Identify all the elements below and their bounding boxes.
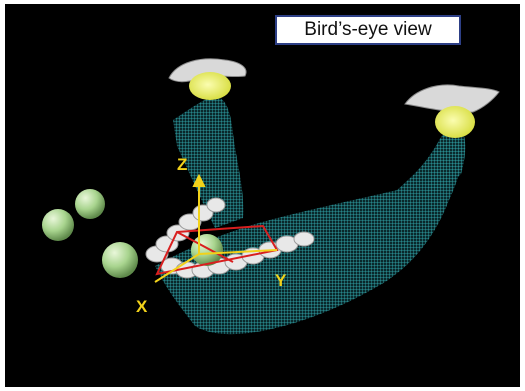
sphere (75, 189, 105, 219)
left-condyle (169, 59, 246, 100)
axis-label-x: X (136, 298, 147, 316)
right-condyle (405, 85, 499, 138)
mandible-render: Bird’s-eye view Z Y X (5, 4, 520, 387)
sphere (42, 209, 74, 241)
mandible-svg (5, 4, 520, 387)
sphere (102, 242, 138, 278)
axis-label-z: Z (177, 156, 187, 174)
view-label: Bird’s-eye view (275, 15, 461, 45)
axis-label-y: Y (275, 272, 286, 290)
